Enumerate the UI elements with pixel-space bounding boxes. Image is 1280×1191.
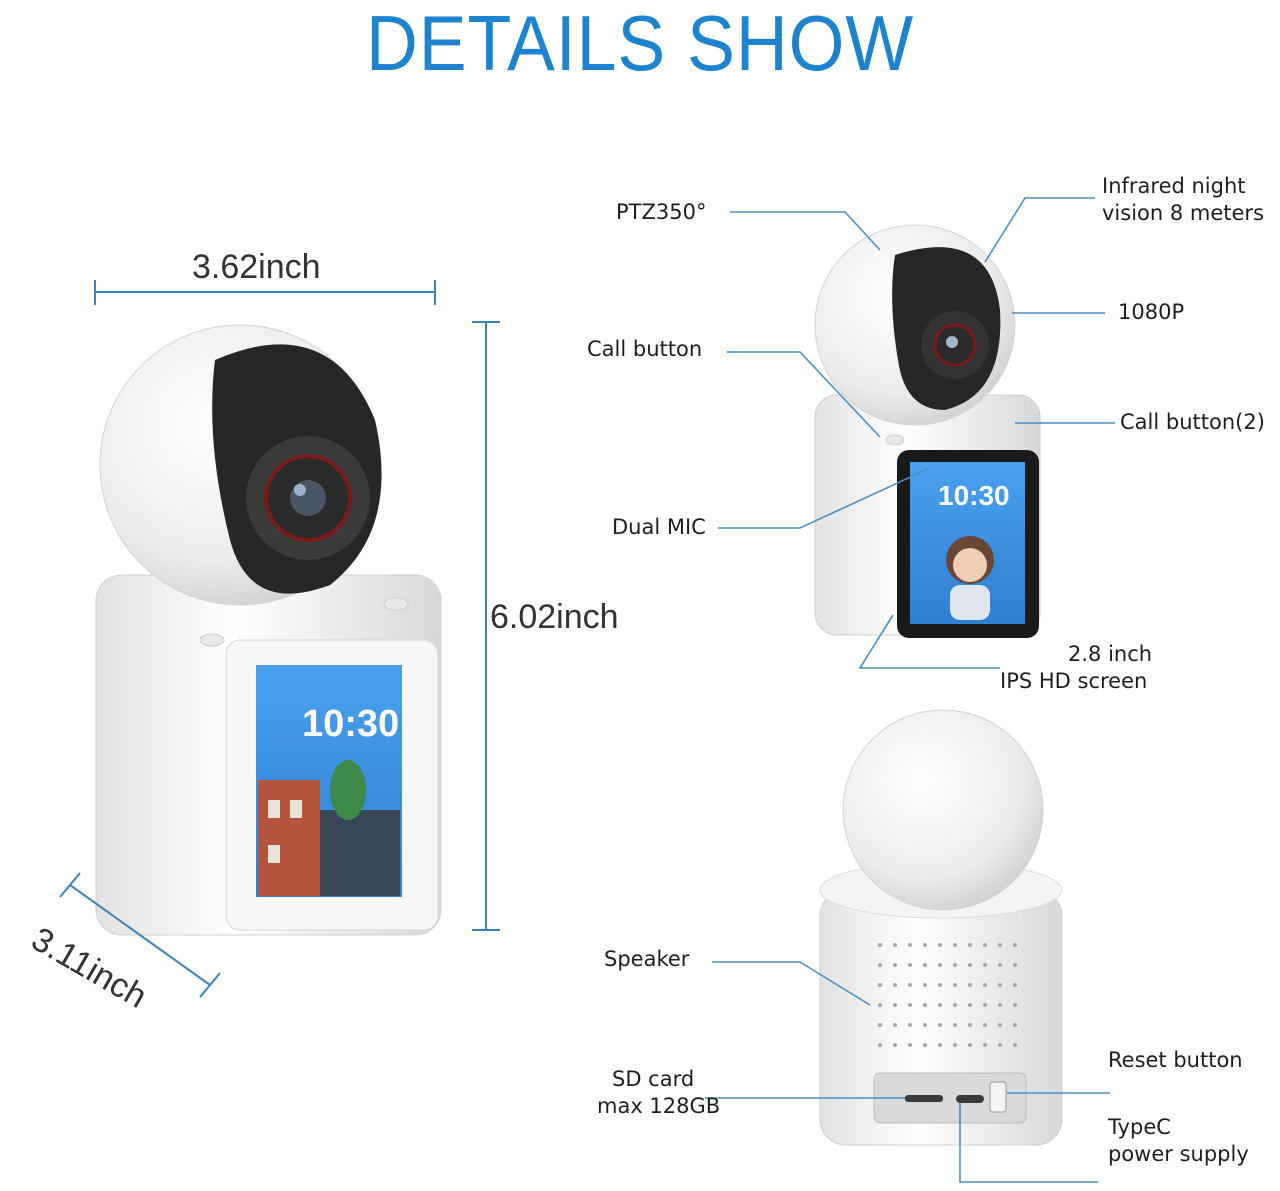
screen-size-label-line2: IPS HD screen [1000,669,1148,693]
height-dimension-line [472,321,500,931]
ptz-label: PTZ350° [616,200,707,224]
front-screen-time: 10:30 [302,703,399,745]
sd-card-slot [905,1095,943,1102]
front-camera: 10:30 [95,324,442,936]
page-title: DETAILS SHOW [365,0,914,87]
leader-lines [705,197,1115,1183]
typec-label-line1: TypeC [1108,1115,1171,1139]
height-label: 6.02inch [490,598,619,636]
typec-label-line2: power supply [1108,1142,1249,1166]
side-screen-time: 10:30 [938,480,1010,511]
speaker-label: Speaker [604,947,690,971]
resolution-label: 1080P [1118,300,1185,324]
side-camera: 10:30 [814,224,1041,638]
infrared-label-line2: vision 8 meters [1102,201,1265,225]
speaker-grille [878,943,1017,1047]
screen-size-label-line1: 2.8 inch [1068,642,1153,666]
call-button-label: Call button [587,337,703,361]
depth-dimension-line [59,872,221,998]
sd-card-label-line2: max 128GB [597,1094,721,1118]
call-button-2-label: Call button(2) [1120,410,1265,434]
rear-camera [819,709,1063,1146]
reset-button [989,1081,1007,1113]
width-label: 3.62inch [192,248,321,286]
sd-card-label-line1: SD card [612,1067,695,1091]
reset-button-label: Reset button [1108,1048,1243,1072]
width-dimension-line [94,280,436,305]
dual-mic-label: Dual MIC [612,515,706,539]
typec-port [956,1095,984,1103]
infrared-label-line1: Infrared night [1102,174,1246,198]
